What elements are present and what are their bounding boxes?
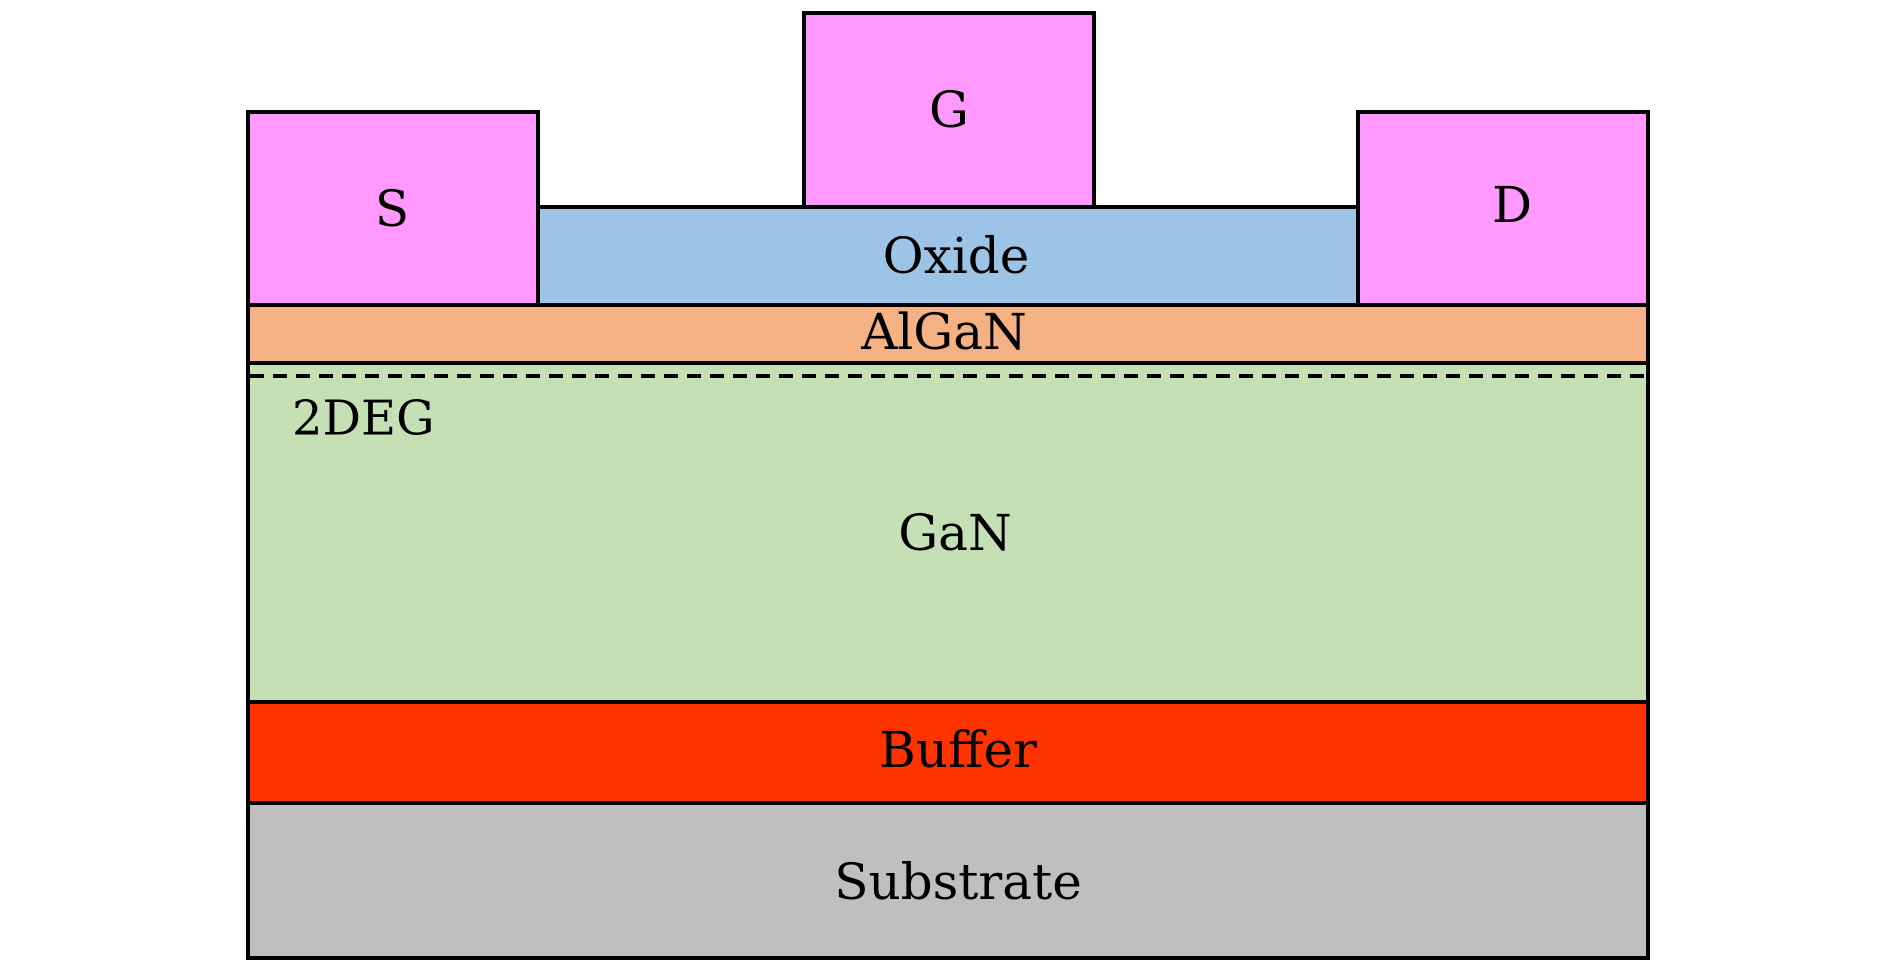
substrate-label: Substrate [834, 853, 1082, 911]
buffer-layer [246, 700, 1650, 805]
gate-contact [802, 11, 1096, 209]
oxide-label: Oxide [883, 227, 1030, 285]
algan-layer [246, 303, 1650, 365]
source-label: S [375, 180, 409, 238]
gan-label: GaN [898, 504, 1012, 562]
drain-contact [1356, 110, 1650, 307]
buffer-label: Buffer [879, 721, 1037, 779]
algan-label: AlGaN [860, 303, 1027, 361]
2deg-label: 2DEG [292, 391, 434, 447]
gate-label: G [929, 81, 969, 139]
drain-label: D [1492, 176, 1532, 234]
substrate-layer [246, 801, 1650, 960]
source-contact [246, 110, 540, 307]
